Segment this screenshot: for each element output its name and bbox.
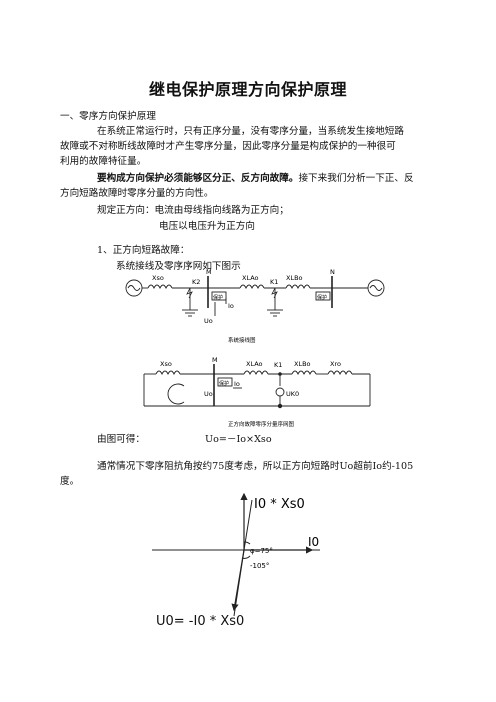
phasor-io-label: I0: [308, 535, 319, 549]
d2-xso-label: Xso: [160, 360, 172, 368]
d1-relay-label: 保护: [213, 294, 223, 301]
d2-xlbo-label: XLBo: [294, 360, 311, 368]
d1-caption: 系统接线图: [228, 336, 256, 344]
d1-m-label: M: [206, 268, 212, 276]
d2-caption: 正方向故障零序分量序网图: [228, 420, 295, 428]
paragraph-1-line-2: 故障或不对称断线故障时才产生零序分量，因此零序分量是构成保护的一种很可: [60, 141, 396, 152]
section-heading-forward-fault: 1、正方向短路故障：: [97, 245, 190, 256]
paragraph-2-rest: 接下来我们分析一下正、反: [298, 173, 414, 184]
d2-xro-reactor: [327, 370, 353, 376]
d1-xlbo-label: XLBo: [286, 274, 303, 282]
phasor-bottom-label: U0= -I0 * Xs0: [156, 614, 245, 629]
xso-reactor: [147, 284, 173, 290]
d2-xso-reactor: [155, 370, 181, 376]
d1-uo-label: Uo: [204, 317, 213, 325]
d2-k1-label: K1: [274, 361, 282, 369]
phasor-top-label: I0 * Xs0: [254, 497, 305, 512]
phasor-diagram: I0 * Xs0 φ=75° -105° I0: [152, 492, 320, 617]
source-right-icon: [367, 279, 385, 297]
diagram-intro: 系统接线及零序序网如下图示: [116, 261, 241, 272]
d2-xlbo-reactor: [291, 370, 317, 376]
d2-m-label: M: [212, 356, 218, 364]
paragraph-2-emphasis: 要构成方向保护必须能够区分正、反方向故障。: [97, 173, 299, 184]
xlbo-reactor: [285, 284, 311, 290]
derivation-label: 由图可得：: [97, 434, 145, 445]
conclusion-line-2: 度。: [60, 476, 80, 487]
phasor-angle-75: φ=75°: [250, 547, 273, 555]
paragraph-1-line-3: 利用的故障特征量。: [60, 156, 147, 167]
page-title: 继电保护原理方向保护原理: [148, 80, 347, 99]
d2-uo-label: Uo: [204, 390, 213, 398]
paragraph-2-line-1: 要构成方向保护必须能够区分正、反方向故障。接下来我们分析一下正、反: [97, 171, 414, 186]
d2-xlao-label: XLAo: [246, 360, 263, 368]
d1-relay-label-2: 保护: [317, 294, 327, 301]
d2-uk0-label: UK0: [286, 390, 299, 398]
d1-xso-label: Xso: [152, 274, 164, 282]
d2-fault-source-icon: [275, 387, 285, 397]
derivation-formula: Uo=－Io×Xso: [205, 434, 272, 445]
paragraph-2-line-2: 方向短路故障时零序分量的方向性。: [60, 188, 214, 199]
zero-sequence-network-diagram: Xso M XLAo K1 XLBo Xro 保护 Io Uo UK0 正方向故…: [143, 356, 371, 428]
paragraph-1-line-1: 在系统正常运行时，只有正序分量，没有零序分量，当系统发生接地短路: [97, 126, 404, 137]
phasor-angle-105: -105°: [250, 562, 269, 570]
d2-xlao-reactor: [243, 370, 269, 376]
xlao-reactor: [239, 284, 265, 290]
conclusion-line-1: 通常情况下零序阻抗角按约75度考虑，所以正方向短路时Uo超前Io约-105: [97, 461, 414, 472]
d1-n-label: N: [330, 268, 335, 276]
d1-xlao-label: XLAo: [242, 274, 259, 282]
direction-rule-line-2: 电压以电压升为正方向: [159, 221, 255, 232]
direction-rule-line-1: 规定正方向：电流由母线指向线路为正方向；: [97, 205, 289, 216]
section-heading-zero-sequence: 一、零序方向保护原理: [60, 111, 156, 122]
d1-io-label: Io: [228, 302, 234, 310]
system-wiring-diagram: Xso K2 M XLAo K1 XLBo N 保护 保护 Io Uo 系统接线…: [125, 268, 385, 344]
d1-k2-label: K2: [192, 278, 200, 286]
d2-current-arc-icon: [167, 383, 185, 405]
d2-io-label: Io: [234, 380, 240, 388]
d2-xro-label: Xro: [330, 360, 341, 368]
d2-relay-label: 保护: [219, 380, 229, 387]
d1-k1-label: K1: [270, 278, 278, 286]
